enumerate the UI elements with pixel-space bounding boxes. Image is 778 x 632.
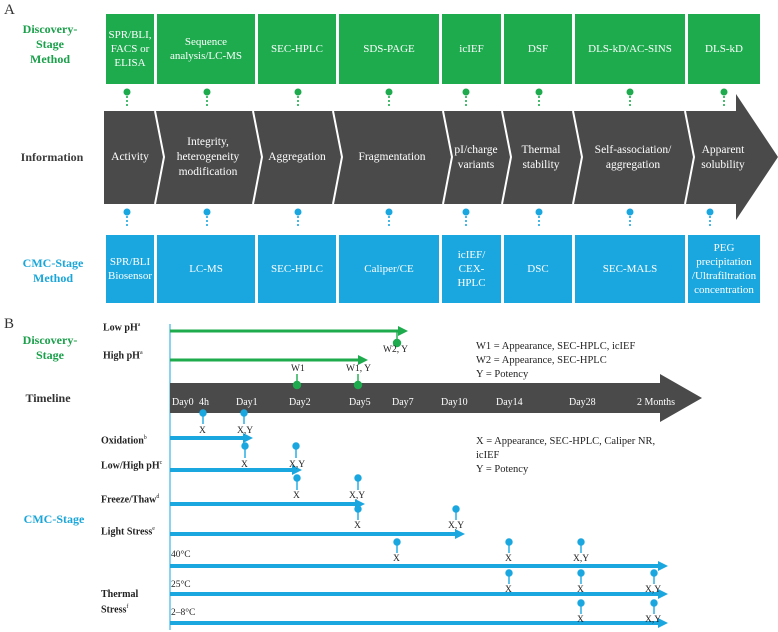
discovery-label-line: Method: [30, 52, 70, 66]
discovery-condition-high-ph: High pHa: [103, 350, 143, 362]
timepoint-label: Day2: [289, 397, 311, 408]
sample-tag: X: [199, 426, 206, 436]
discovery-stage-label-line: Stage: [36, 348, 64, 362]
discovery-stage-label-line: Discovery-: [22, 333, 78, 347]
discovery-tag-w2y: W2, Y: [383, 345, 408, 355]
cmc-condition-freeze-thaw: Freeze/Thawd: [101, 494, 160, 506]
sample-tag: X,Y: [573, 554, 590, 564]
timepoint-label: Day14: [496, 397, 523, 408]
discovery-stage-label: Discovery- Stage: [14, 333, 86, 363]
discovery-tag-w1y: W1, Y: [346, 364, 371, 374]
temp-label-25: 25°C: [171, 580, 191, 590]
sample-tag: X,Y: [645, 615, 662, 625]
discovery-method-box: DLS-kD: [688, 14, 760, 84]
sample-tag: X,Y: [448, 521, 465, 531]
panel-a-label: A: [4, 2, 15, 18]
timepoint-label: Day0: [172, 397, 194, 408]
discovery-condition-low-ph: Low pHa: [103, 322, 141, 334]
sample-tag: X: [354, 521, 361, 531]
cmc-method-box: SEC-MALS: [575, 235, 685, 303]
sample-tag: X: [505, 585, 512, 595]
sample-tag: X: [293, 491, 300, 501]
cmc-stage-method-label: CMC-Stage Method: [14, 256, 92, 286]
timepoint-label: Day1: [236, 397, 258, 408]
timepoint-label: 2 Months: [637, 397, 676, 408]
cmc-arrows: [170, 433, 668, 628]
sample-tag: X: [577, 585, 584, 595]
sample-tag: X: [505, 554, 512, 564]
timepoint-label: Day10: [441, 397, 468, 408]
discovery-method-box: SDS-PAGE: [339, 14, 439, 84]
timeline-arrow: [170, 374, 702, 422]
discovery-connectors: [123, 88, 728, 108]
timepoint-label: 4h: [199, 397, 209, 408]
discovery-legend: W1 = Appearance, SEC-HPLC, icIEF W2 = Ap…: [476, 341, 636, 380]
discovery-label-line: Discovery-: [22, 22, 78, 36]
cmc-method-box: Caliper/CE: [339, 235, 439, 303]
panel-b-label: B: [4, 316, 15, 332]
cmc-condition-light-stress: Light Stresse: [101, 526, 155, 538]
information-item: Self-association/aggregation: [594, 143, 672, 171]
sample-tag: X,Y: [289, 460, 306, 470]
sample-tag: X: [241, 460, 248, 470]
information-separators: [154, 110, 696, 205]
timepoint-label: Day7: [392, 397, 414, 408]
cmc-condition-low-high-ph: Low/High pHc: [101, 460, 163, 472]
timepoint-label: Day28: [569, 397, 596, 408]
discovery-tag-w1: W1: [291, 364, 305, 374]
discovery-markers: [292, 331, 402, 390]
discovery-arrows: [170, 326, 408, 365]
cmc-stage-label: CMC-Stage: [23, 512, 85, 526]
discovery-method-box: DSF: [504, 14, 572, 84]
information-item: Fragmentation: [358, 151, 426, 163]
sample-tag: X,Y: [349, 491, 366, 501]
information-label: Information: [20, 150, 84, 164]
cmc-markers: [199, 409, 658, 614]
cmc-condition-oxidation: Oxidationb: [101, 435, 147, 447]
information-arrow: [104, 94, 778, 220]
sample-tag: X,Y: [645, 585, 662, 595]
cmc-condition-thermal-stress: Thermal Stressf: [101, 589, 139, 616]
cmc-label-line: Method: [33, 271, 73, 285]
timeline-label: Timeline: [25, 391, 71, 405]
discovery-method-box: DLS-kD/AC-SINS: [575, 14, 685, 84]
discovery-method-box: icIEF: [442, 14, 501, 84]
cmc-method-box: icIEF/CEX-HPLC: [442, 235, 501, 303]
discovery-label-line: Stage: [36, 37, 64, 51]
cmc-legend: X = Appearance, SEC-HPLC, Caliper NR, ic…: [476, 436, 656, 475]
temp-label-2-8: 2–8°C: [171, 608, 196, 618]
information-item: Activity: [111, 151, 149, 163]
cmc-method-box: SEC-HPLC: [258, 235, 336, 303]
cmc-method-box: DSC: [504, 235, 572, 303]
timepoint-label: Day5: [349, 397, 371, 408]
sample-tag: X: [577, 615, 584, 625]
cmc-connectors: [123, 208, 714, 227]
information-item: Aggregation: [268, 151, 326, 163]
sample-tag: X,Y: [237, 426, 254, 436]
sample-tag: X: [393, 554, 400, 564]
discovery-method-box: SEC-HPLC: [258, 14, 336, 84]
cmc-label-line: CMC-Stage: [22, 256, 84, 270]
discovery-stage-method-label: Discovery- Stage Method: [6, 22, 94, 67]
cmc-method-box: LC-MS: [157, 235, 255, 303]
temp-label-40: 40°C: [171, 550, 191, 560]
